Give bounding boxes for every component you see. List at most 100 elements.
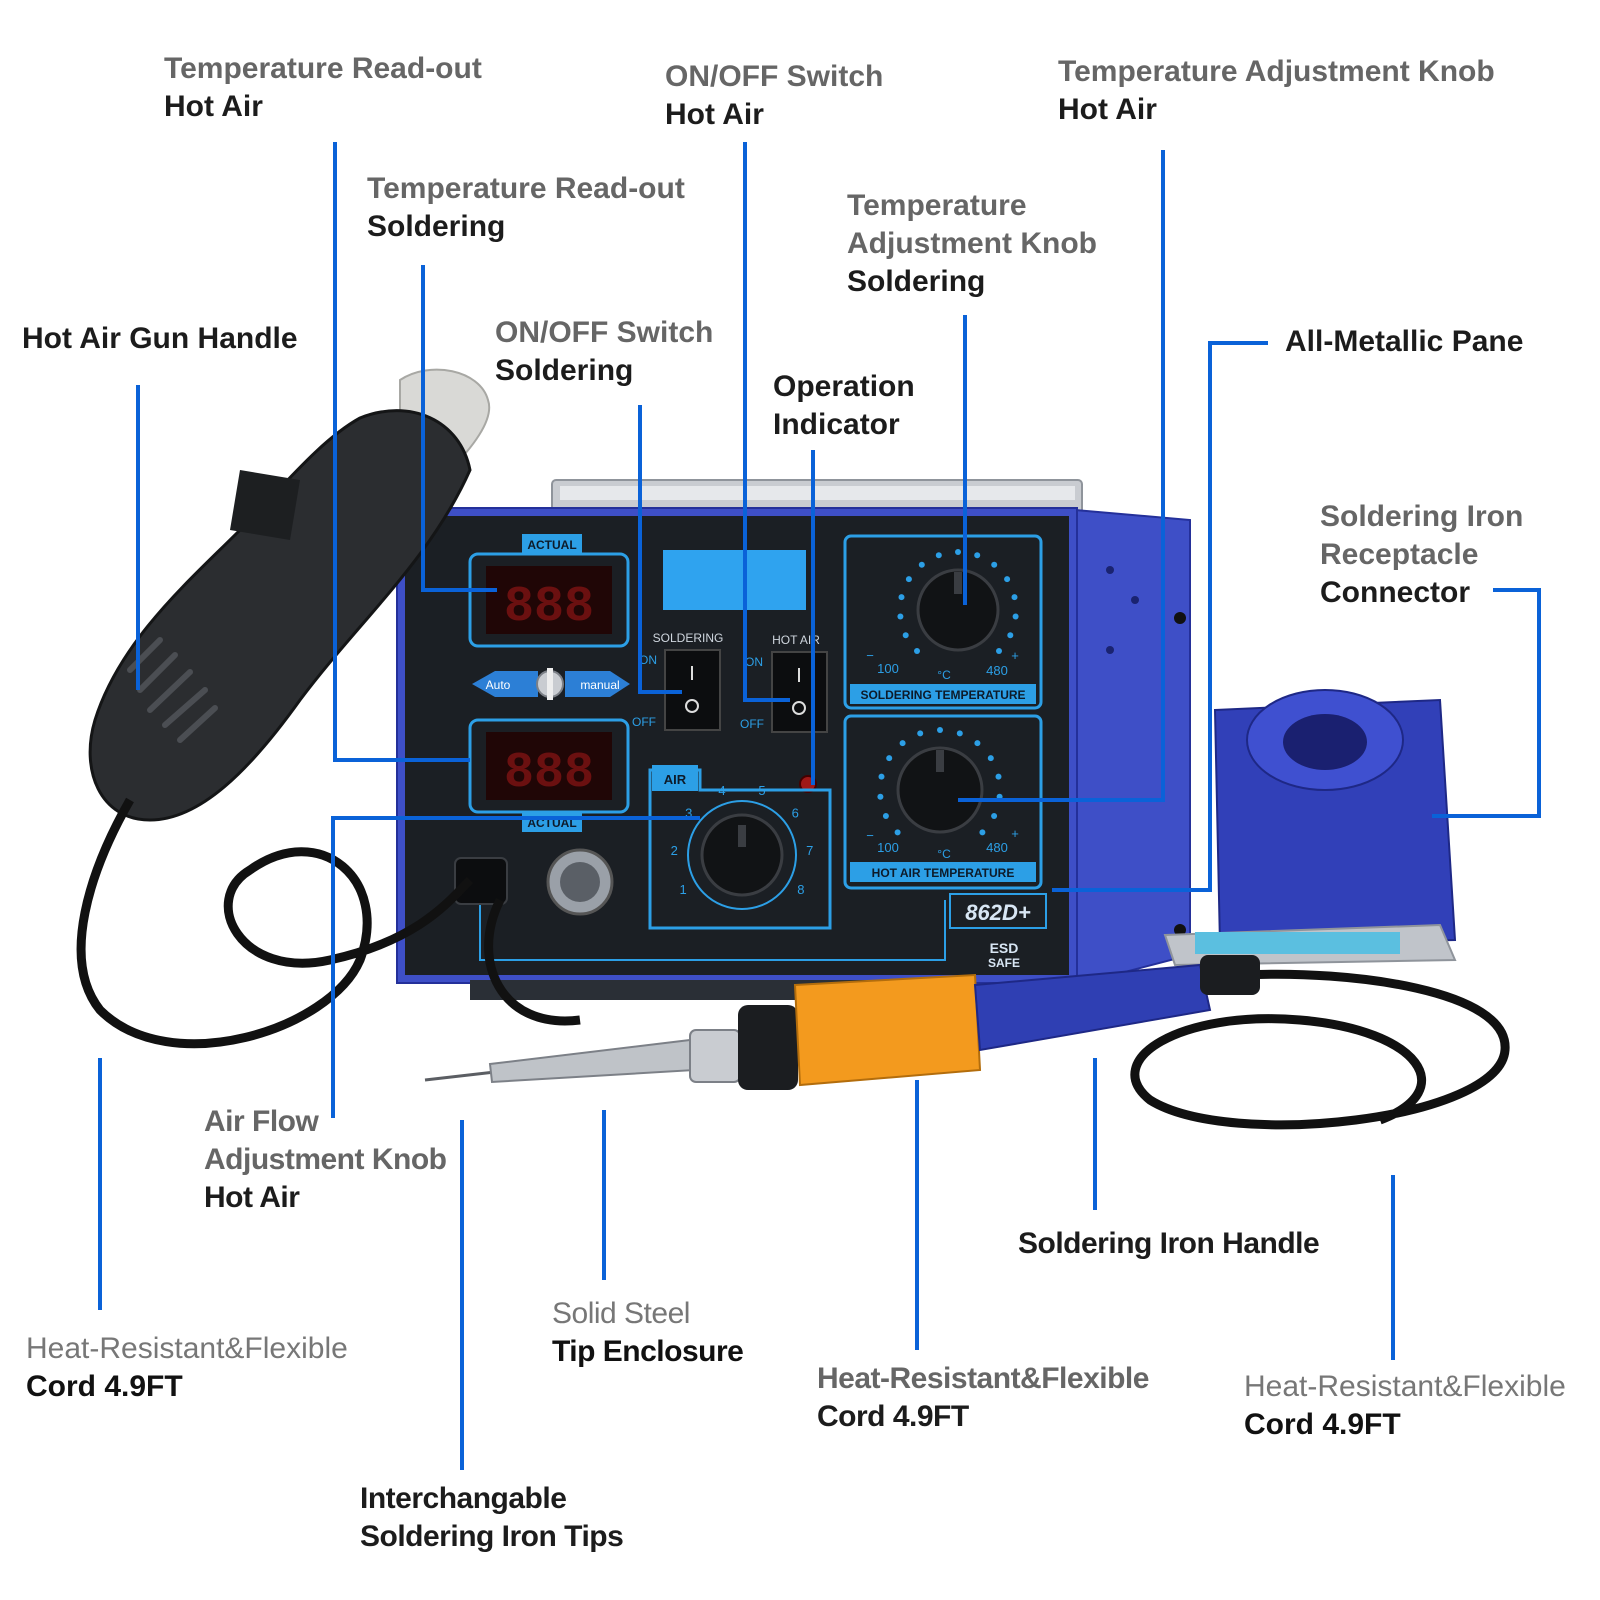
scale-dot — [886, 755, 893, 762]
scale-dot — [991, 813, 998, 819]
side-screw — [1174, 924, 1186, 936]
scale-dot — [995, 773, 1002, 780]
label-line: Receptacle — [1320, 538, 1479, 571]
switch-mark-off — [792, 701, 806, 715]
scale-dot — [937, 727, 943, 733]
scale-dot — [1012, 613, 1019, 620]
leader-iron-receptacle — [1432, 588, 1541, 818]
scale-dot — [899, 740, 906, 747]
scale-dot — [897, 613, 904, 620]
iron-handle — [973, 963, 1212, 1052]
label-interchangeable-tips: Interchangable Soldering Iron Tips — [360, 1480, 624, 1556]
scale-dot — [996, 648, 1002, 654]
scale-dot — [877, 793, 884, 800]
holder-cup-hole — [1283, 714, 1367, 770]
label-line: Soldering Iron Handle — [1018, 1227, 1320, 1260]
scale-dot — [987, 755, 994, 762]
soldering-knob-pointer — [954, 572, 962, 594]
label-line: Hot Air — [164, 90, 263, 123]
label-line: Hot Air — [1058, 93, 1157, 126]
soldering-switch-label: SOLDERING — [653, 631, 724, 645]
label-hot-air-gun-handle: Hot Air Gun Handle — [22, 320, 298, 358]
air-scale-number: 3 — [685, 806, 692, 821]
hot-air-knob-pointer — [936, 750, 944, 772]
temp-digits-bottom: 888 — [504, 745, 594, 802]
model-label: 862D+ — [965, 900, 1031, 925]
label-operation-indicator: Operation Indicator — [773, 368, 915, 444]
soldering-min: 100 — [877, 661, 899, 676]
temp-display-top — [486, 566, 612, 634]
leader-lines — [98, 142, 1541, 1470]
hot-air-onoff-switch[interactable] — [771, 651, 828, 733]
soldering-on-label: ON — [639, 653, 657, 667]
hot-air-unit: °C — [937, 847, 951, 861]
air-flow-knob[interactable] — [700, 813, 784, 897]
scale-dot — [918, 561, 925, 568]
scale-dot — [956, 730, 963, 737]
soldering-minus: − — [866, 648, 874, 663]
label-line: ON/OFF Switch — [495, 316, 714, 349]
scale-dot — [898, 594, 905, 601]
air-panel-frame — [648, 768, 832, 930]
iron-handle-end — [1200, 955, 1260, 995]
label-line: Heat-Resistant&Flexible — [817, 1362, 1149, 1395]
manual-arrow — [565, 671, 630, 697]
scale-dot — [979, 829, 986, 836]
label-line: Cord 4.9FT — [817, 1400, 969, 1433]
soldering-plus: + — [1011, 648, 1019, 663]
side-vent — [1106, 566, 1114, 574]
leader-all-metallic-pane — [1052, 341, 1268, 892]
side-vent — [1106, 646, 1114, 654]
label-temp-knob-hot-air: Temperature Adjustment Knob Hot Air — [1058, 53, 1495, 129]
scale-dot — [935, 552, 942, 559]
label-line: Soldering — [495, 354, 634, 387]
scale-dot — [974, 552, 981, 559]
temp-display-bottom — [486, 732, 612, 800]
mode-toggle-lever — [547, 668, 553, 700]
label-soldering-iron-handle: Soldering Iron Handle — [1018, 1225, 1320, 1263]
hot-air-switch-label: HOT AIR — [772, 633, 820, 647]
leader-air-flow-knob — [331, 816, 700, 1118]
sponge — [1195, 932, 1400, 954]
scale-dot — [1007, 632, 1014, 639]
hot-air-gun-body — [88, 409, 472, 822]
front-panel: ACTUAL 888 Auto manual 888 ACTUAL SOLDER… — [454, 534, 1047, 970]
label-line: Hot Air — [665, 98, 764, 131]
hot-air-scale-dots — [877, 727, 1003, 836]
tip-enclosure — [488, 1038, 697, 1084]
air-scale-number: 7 — [806, 843, 813, 858]
label-line: Cord 4.9FT — [26, 1370, 183, 1403]
hot-air-temperature-label: HOT AIR TEMPERATURE — [872, 866, 1015, 880]
hot-air-gun-grip — [230, 470, 300, 540]
label-onoff-hot-air: ON/OFF Switch Hot Air — [665, 58, 883, 134]
soldering-temp-knob[interactable] — [916, 568, 1000, 652]
hot-air-gun-cord — [76, 797, 474, 1049]
label-temp-knob-soldering: Temperature Adjustment Knob Soldering — [847, 187, 1097, 301]
label-line: Temperature Adjustment Knob — [1058, 55, 1495, 88]
label-line: Hot Air Gun Handle — [22, 322, 298, 355]
leader-onoff-soldering — [638, 405, 682, 694]
tip-nut — [689, 1029, 741, 1083]
air-label: AIR — [664, 772, 687, 787]
air-scale-number: 8 — [797, 882, 804, 897]
scale-dot — [991, 561, 998, 568]
air-scale-number: 5 — [758, 783, 765, 798]
soldering-off-label: OFF — [632, 715, 656, 729]
air-knob-ring — [687, 800, 797, 910]
label-iron-receptacle: Soldering Iron Receptacle Connector — [1320, 498, 1523, 612]
label-line: Adjustment Knob — [204, 1143, 447, 1176]
air-scale-number: 6 — [792, 806, 799, 821]
scale-dot — [878, 773, 885, 780]
label-line: Heat-Resistant&Flexible — [1244, 1370, 1566, 1403]
label-cord-middle: Heat-Resistant&Flexible Cord 4.9FT — [817, 1360, 1149, 1436]
hot-air-connector-cord — [484, 897, 581, 1026]
label-temp-readout-soldering: Temperature Read-out Soldering — [367, 170, 685, 246]
label-line: All-Metallic Pane — [1285, 325, 1524, 358]
hot-air-temp-knob[interactable] — [896, 746, 984, 834]
leader-temp-readout-hot-air — [333, 142, 470, 762]
hot-air-off-label: OFF — [740, 717, 764, 731]
hot-air-minus: − — [866, 828, 874, 843]
scale-dot — [902, 632, 909, 639]
